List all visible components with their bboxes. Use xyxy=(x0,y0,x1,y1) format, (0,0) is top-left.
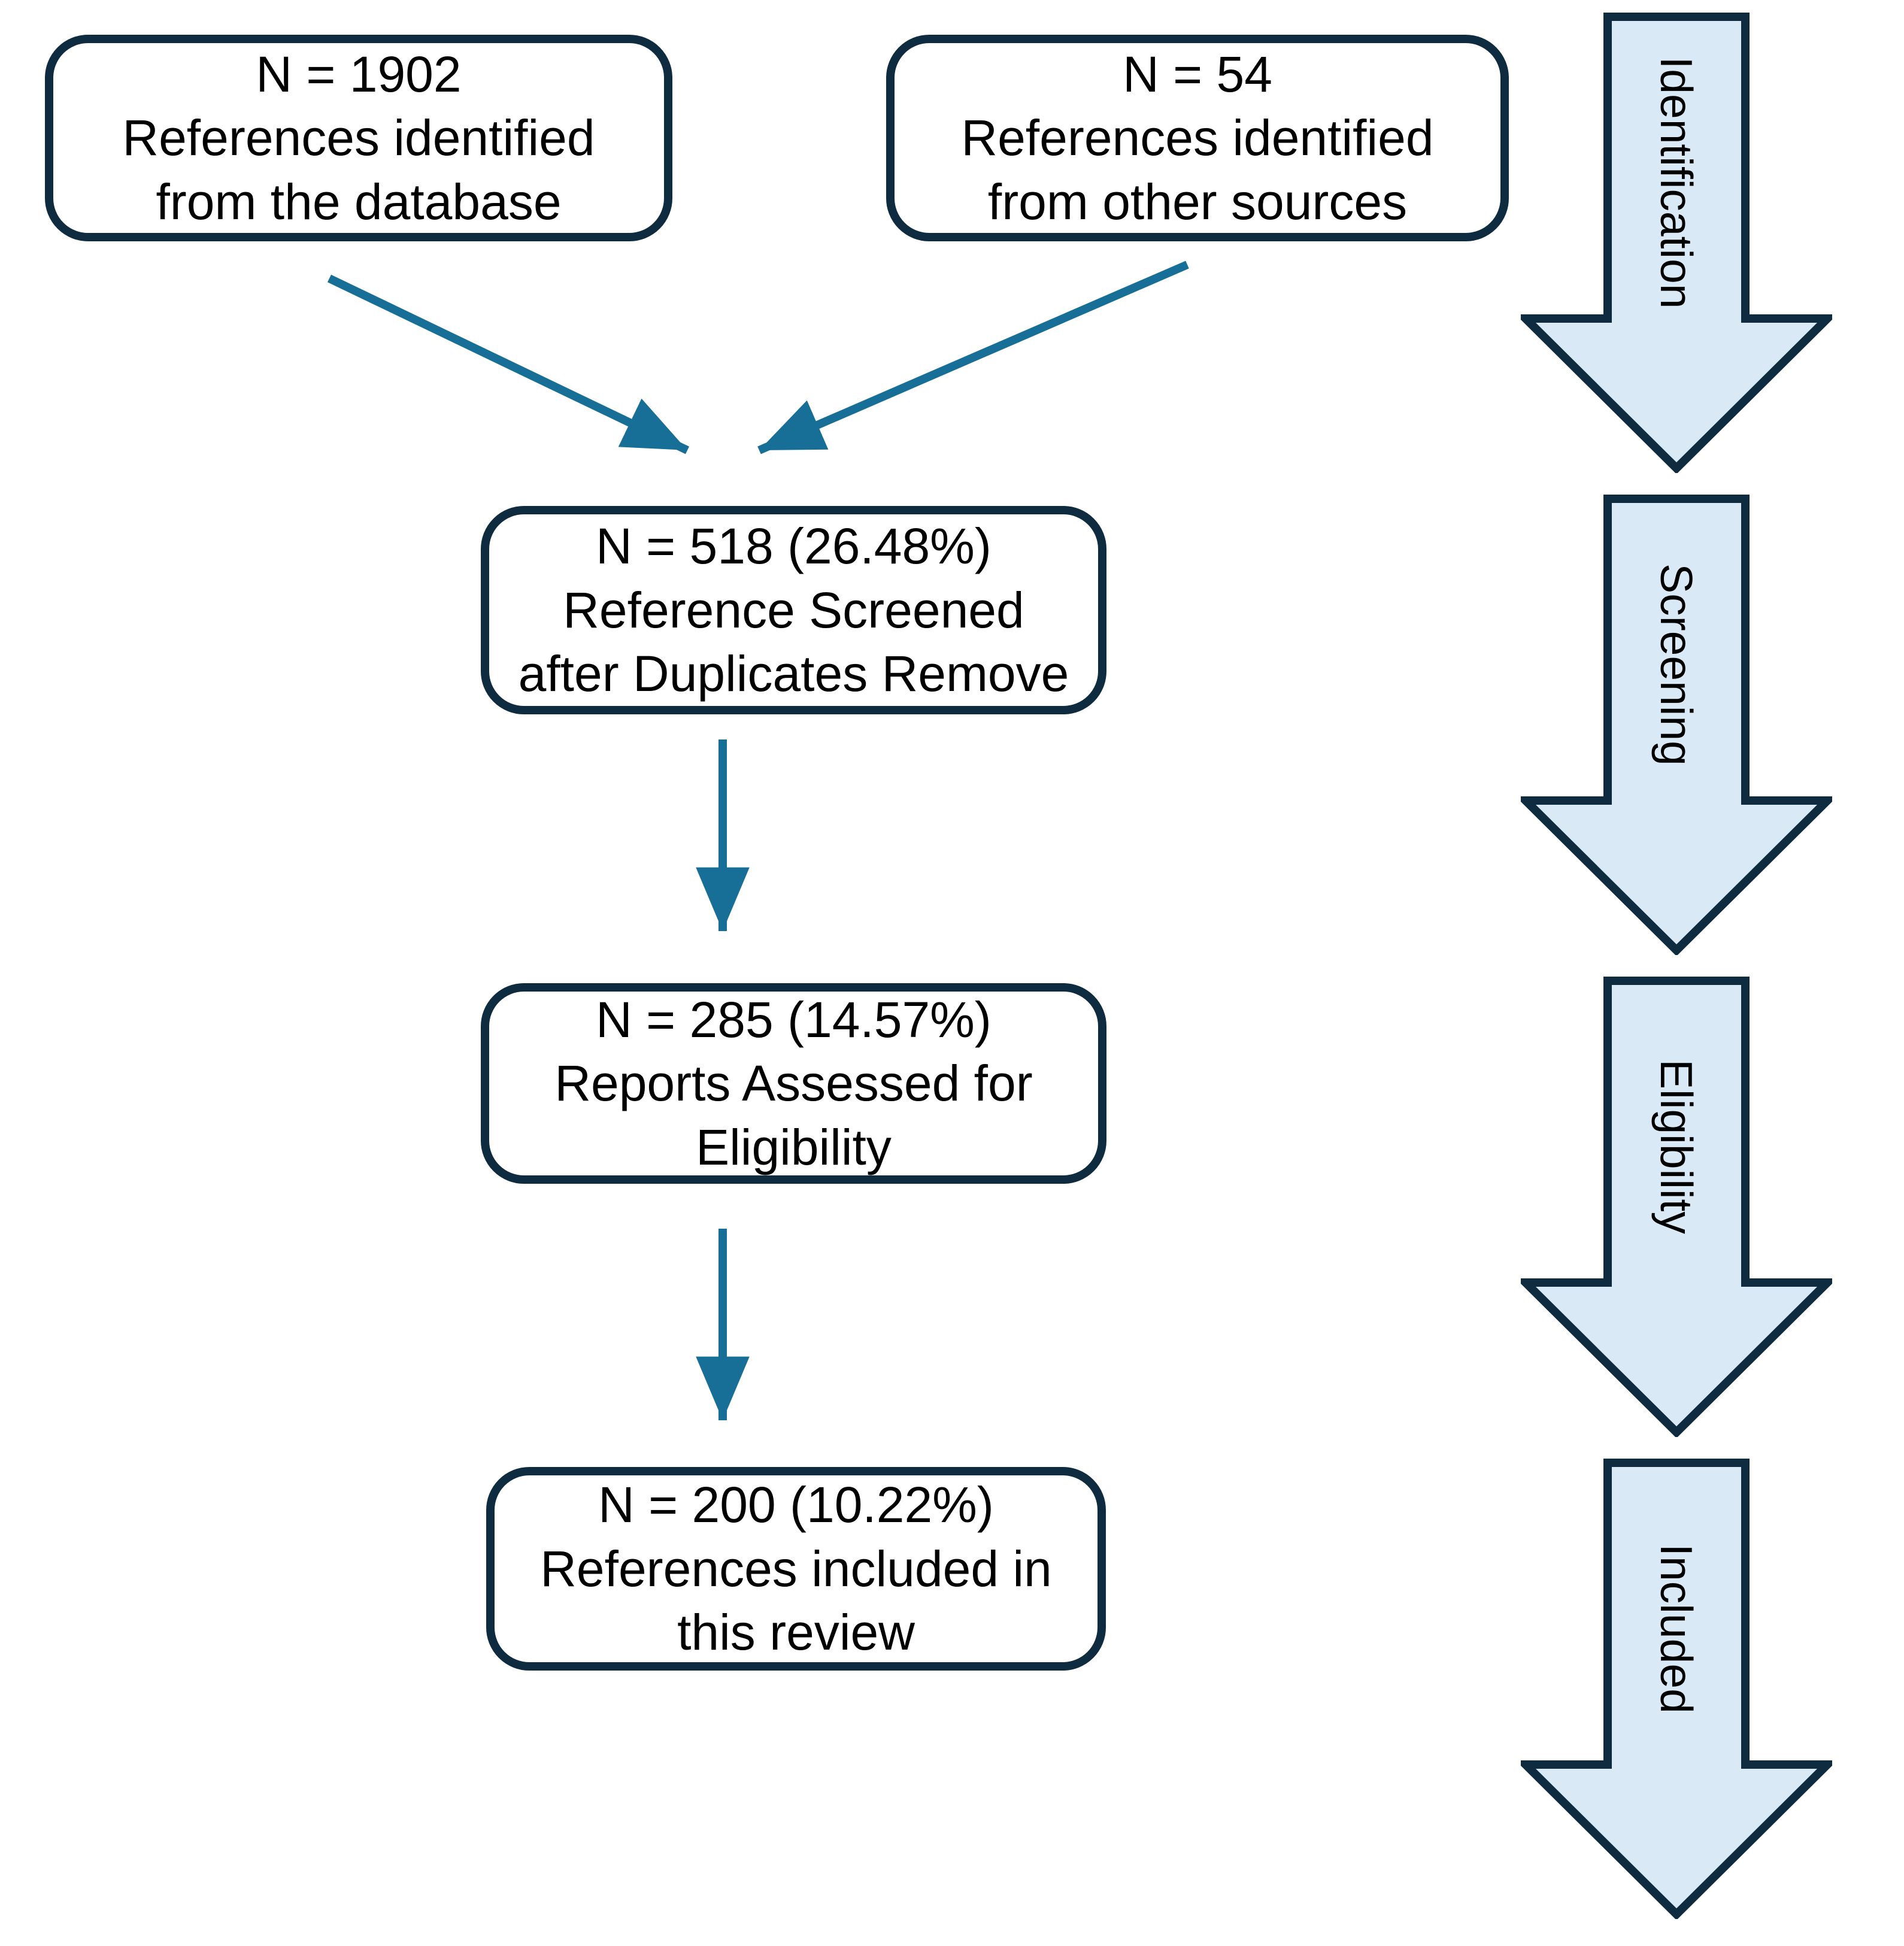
stage-label-included: Included xyxy=(1651,1544,1702,1714)
box-references-screened: N = 518 (26.48%) Reference Screened afte… xyxy=(481,506,1106,714)
stage-label-eligibility: Eligibility xyxy=(1651,1059,1702,1234)
stage-label-identification: Identification xyxy=(1651,56,1702,308)
stage-arrow-screening-icon: Screening xyxy=(1521,495,1832,955)
box-line-text: this review xyxy=(677,1604,915,1661)
box-line-text: References included in xyxy=(540,1540,1052,1597)
connector-database-to-screened-icon xyxy=(327,274,690,454)
down-arrow-icon xyxy=(1521,13,1832,473)
box-line-text: Reference Screened xyxy=(563,581,1024,638)
box-line-count: N = 518 (26.48%) xyxy=(596,518,992,574)
stage-arrow-identification-icon: Identification xyxy=(1521,13,1832,473)
stage-arrow-eligibility-icon: Eligibility xyxy=(1521,977,1832,1437)
box-references-identified-other: N = 54 References identified from other … xyxy=(886,35,1509,241)
connector-other-to-screened-icon xyxy=(757,260,1189,454)
box-line-count: N = 200 (10.22%) xyxy=(598,1477,994,1533)
box-line-text: References identified xyxy=(122,110,595,166)
box-references-included: N = 200 (10.22%) References included in … xyxy=(486,1467,1106,1671)
box-reports-assessed: N = 285 (14.57%) Reports Assessed for El… xyxy=(481,983,1106,1184)
down-arrow-icon xyxy=(1521,977,1832,1437)
box-line-count: N = 1902 xyxy=(256,46,462,102)
box-line-text: from the database xyxy=(156,173,562,230)
box-line-text: from other sources xyxy=(987,173,1408,230)
stage-label-screening: Screening xyxy=(1651,563,1702,766)
box-line-text: Eligibility xyxy=(696,1119,892,1175)
box-line-text: References identified xyxy=(961,110,1434,166)
box-line-count: N = 54 xyxy=(1123,46,1272,102)
box-line-text: Reports Assessed for xyxy=(554,1055,1033,1112)
box-line-text: after Duplicates Remove xyxy=(518,645,1069,702)
box-line-count: N = 285 (14.57%) xyxy=(596,991,992,1048)
down-arrow-icon xyxy=(1521,495,1832,955)
box-references-identified-database: N = 1902 References identified from the … xyxy=(45,35,672,241)
stage-arrow-included-icon: Included xyxy=(1521,1459,1832,1919)
down-arrow-icon xyxy=(1521,1459,1832,1919)
